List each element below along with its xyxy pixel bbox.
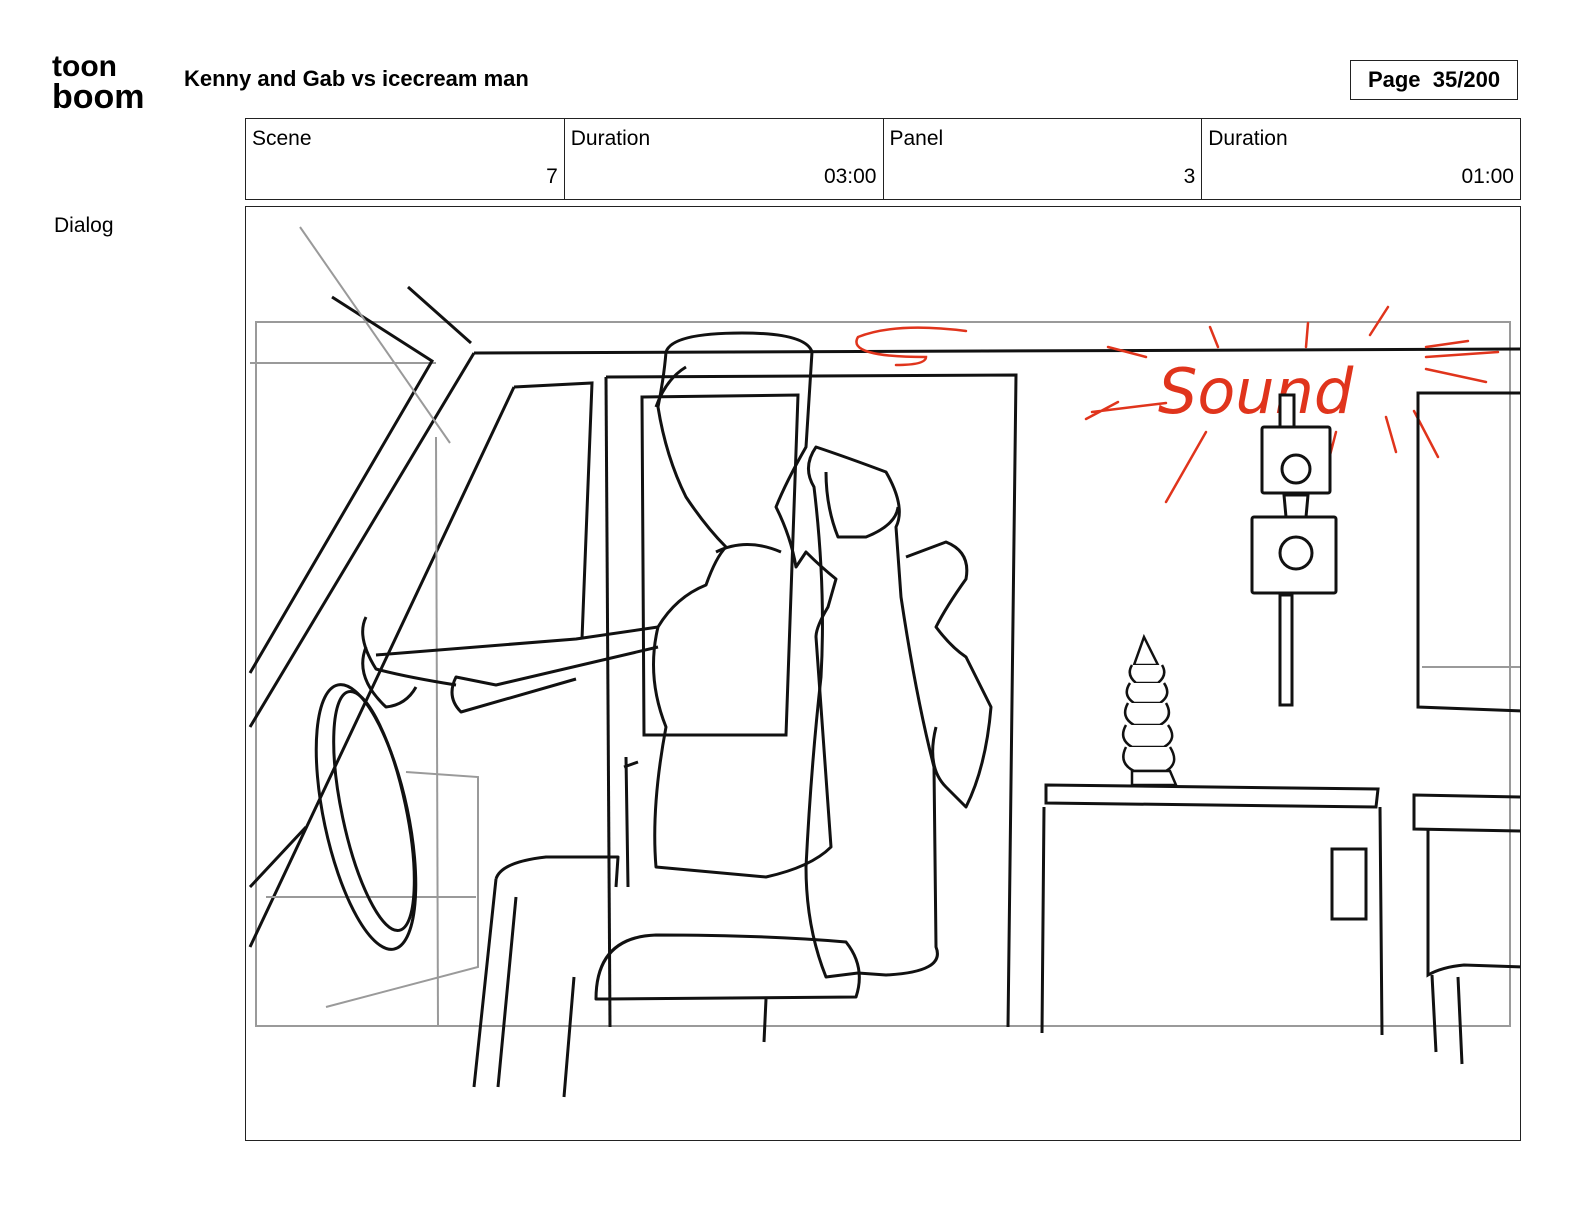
- scene-label: Scene: [252, 127, 312, 150]
- steering-wheel: [314, 683, 418, 951]
- panel-value: 3: [1183, 165, 1196, 188]
- windshield-guides: [266, 226, 479, 1028]
- page-label: Page: [1367, 67, 1421, 92]
- dialog-label: Dialog: [54, 214, 114, 237]
- page-indicator: Page 35/200: [1350, 60, 1518, 100]
- signal-pole: [1250, 393, 1338, 707]
- scene-duration-label: Duration: [570, 127, 651, 150]
- scene-cell: Scene 7: [246, 119, 565, 199]
- page-value: 35/200: [1432, 67, 1501, 92]
- panel-duration-cell: Duration 01:00: [1202, 119, 1520, 199]
- panel-cell: Panel 3: [884, 119, 1203, 199]
- logo-line2: boom: [52, 78, 145, 112]
- storyboard-panel: Sound: [245, 206, 1521, 1141]
- side-window: [1416, 391, 1520, 713]
- driver-figure: [361, 331, 993, 879]
- logo-line1: toon: [52, 52, 117, 83]
- camera-frame: [255, 321, 1511, 1027]
- driver-seat: [472, 445, 939, 1098]
- sound-annotation: Sound: [1158, 355, 1354, 428]
- logo-mark: toon boom: [52, 50, 145, 116]
- partition-frame: [604, 373, 1018, 1028]
- scene-duration-value: 03:00: [823, 165, 877, 188]
- panel-label: Panel: [889, 127, 944, 150]
- ceiling-line: [473, 347, 1520, 355]
- panel-duration-label: Duration: [1208, 127, 1288, 150]
- document-title: Kenny and Gab vs icecream man: [184, 66, 529, 91]
- panel-sketch: Sound: [248, 226, 1520, 1098]
- ice-cream-cone: [1121, 633, 1178, 787]
- counter: [1040, 783, 1520, 1065]
- windshield-frame: [248, 285, 594, 948]
- toonboom-logo: toon boom: [52, 50, 164, 116]
- panel-duration-value: 01:00: [1461, 165, 1514, 188]
- scene-duration-cell: Duration 03:00: [565, 119, 884, 199]
- scene-value: 7: [546, 165, 558, 188]
- panel-info-table: Scene 7 Duration 03:00 Panel 3 Duration …: [245, 118, 1521, 200]
